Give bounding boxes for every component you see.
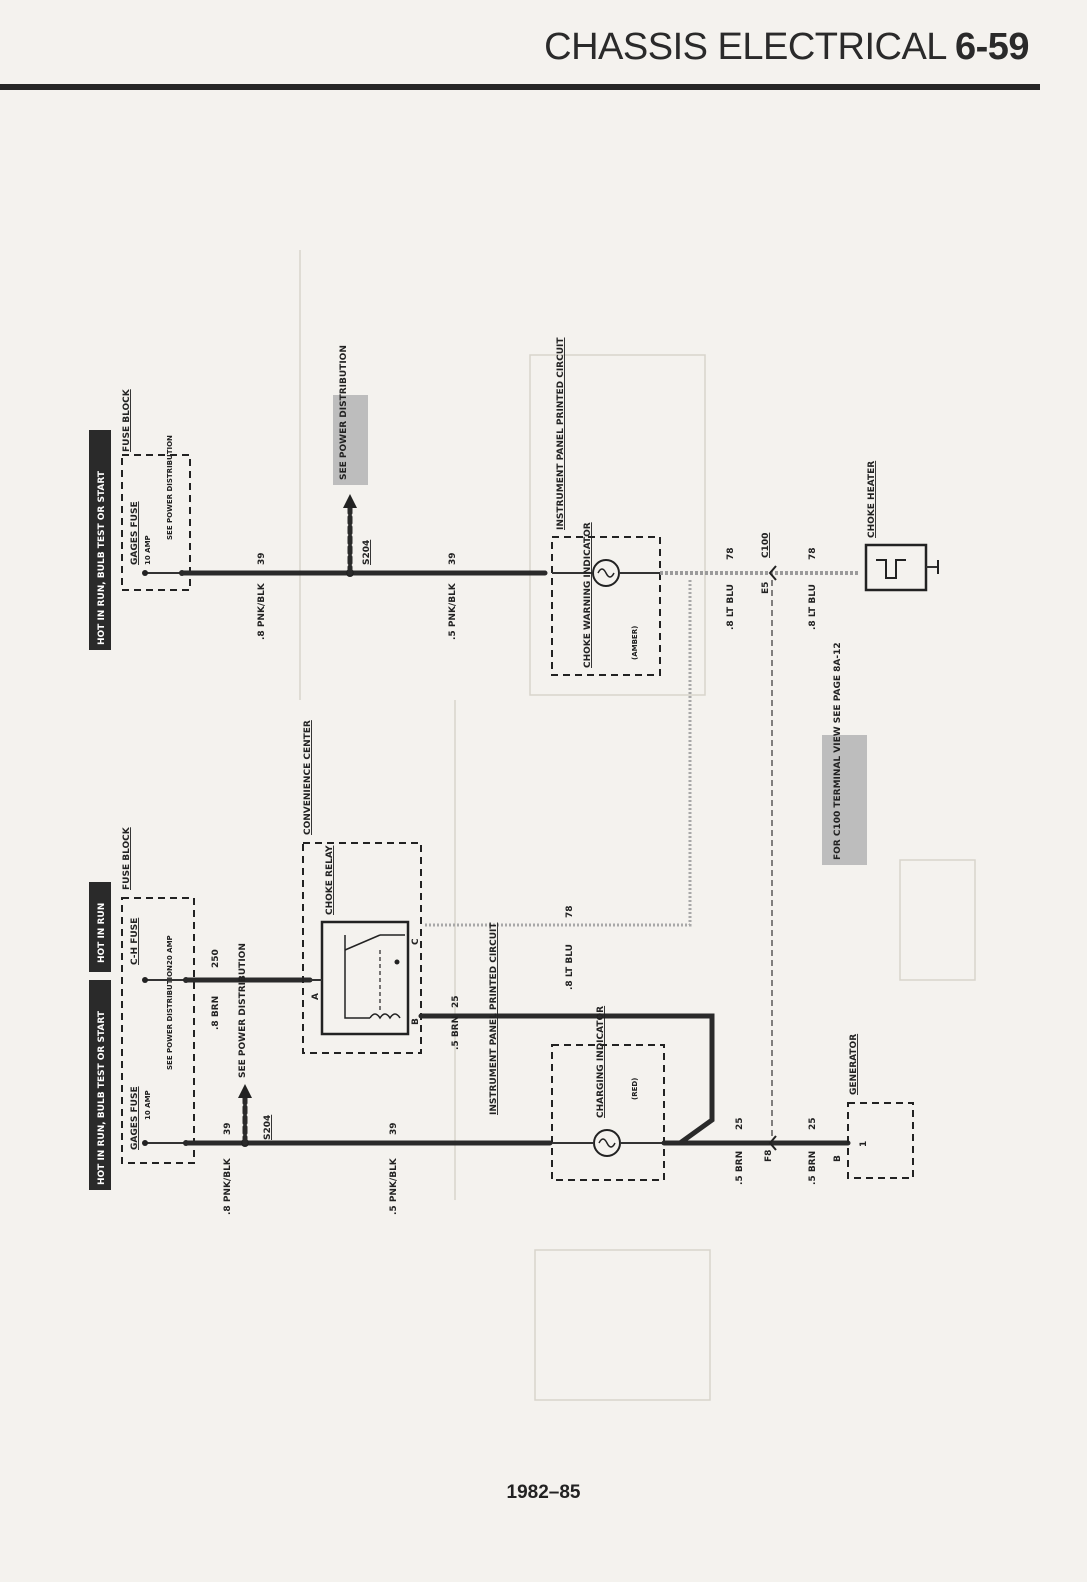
bottom-wire-brn2: .5 BRN xyxy=(451,1016,461,1050)
top-banner-bg xyxy=(89,430,111,650)
generator-box xyxy=(847,1102,914,1179)
generator-terminal: 1 xyxy=(859,1141,869,1147)
top-wire1: .8 PNK/BLK xyxy=(257,582,267,640)
bottom-banner2: HOT IN RUN xyxy=(97,903,107,963)
bottom-fuse-block-label: FUSE BLOCK xyxy=(122,826,132,890)
bottom-wire3: .5 BRN xyxy=(735,1151,745,1185)
bottom-wire-ltblu-num: 78 xyxy=(565,905,575,918)
bottom-banner2-bg xyxy=(89,882,111,972)
bottom-wire-ltblu: .8 LT BLU xyxy=(565,944,575,990)
top-fuse-block xyxy=(121,454,191,591)
bottom-circuit: HOT IN RUN, BULB TEST OR START HOT IN RU… xyxy=(89,580,914,1215)
bottom-wire2-num: 39 xyxy=(389,1122,399,1135)
bottom-banner1: HOT IN RUN, BULB TEST OR START xyxy=(97,1010,107,1185)
top-see-power-tag: SEE POWER DISTRIBUTION xyxy=(339,345,349,480)
top-banner: HOT IN RUN, BULB TEST OR START xyxy=(97,470,107,645)
top-wire2-num: 39 xyxy=(448,552,458,565)
bottom-ip-box xyxy=(551,1044,665,1181)
c100-note-bg xyxy=(822,735,867,865)
bottom-wire4: .5 BRN xyxy=(808,1151,818,1185)
top-circuit: HOT IN RUN, BULB TEST OR START FUSE BLOC… xyxy=(89,337,939,927)
bottom-wire1-num: 39 xyxy=(223,1122,233,1135)
relay-label: CHOKE RELAY xyxy=(325,845,335,915)
top-wire3: .8 LT BLU xyxy=(726,584,736,630)
bottom-gages-amp: 10 AMP xyxy=(144,1090,152,1120)
bottom-ip-label: INSTRUMENT PANEL PRINTED CIRCUIT xyxy=(489,922,499,1115)
relay-box xyxy=(320,920,410,1036)
bottom-conn-pin: F8 xyxy=(764,1150,774,1162)
section-name: CHASSIS ELECTRICAL xyxy=(544,26,947,68)
bottom-wire3-num: 25 xyxy=(735,1117,745,1130)
top-indicator-color: (AMBER) xyxy=(631,626,639,660)
generator-label: GENERATOR xyxy=(849,1034,859,1095)
top-splice: S204 xyxy=(362,540,372,565)
bottom-wire-25-relay xyxy=(418,1013,715,1146)
bottom-wire2: .5 PNK/BLK xyxy=(389,1157,399,1215)
bottom-gages-fuse: GAGES FUSE xyxy=(130,1086,140,1150)
bottom-indicator: CHARGING INDICATOR xyxy=(596,1006,606,1118)
bottom-wire-brn-num: 250 xyxy=(211,949,221,968)
relay-coil-icon xyxy=(369,1013,401,1020)
top-wire3-num: 78 xyxy=(726,547,736,560)
top-indicator: CHOKE WARNING INDICATOR xyxy=(583,522,593,668)
header-rule xyxy=(0,84,1040,90)
conv-center-label: CONVENIENCE CENTER xyxy=(303,720,313,835)
bottom-indicator-color: (RED) xyxy=(631,1078,639,1100)
top-conn: C100 xyxy=(761,533,771,558)
bottom-see-power-tag: SEE POWER DISTRIBUTION xyxy=(238,943,248,1078)
top-ip-label: INSTRUMENT PANEL PRINTED CIRCUIT xyxy=(556,337,566,530)
relay-pin-a: A xyxy=(311,993,321,1000)
bottom-wire4-num: 25 xyxy=(808,1117,818,1130)
top-gages-amp: 10 AMP xyxy=(144,535,152,565)
page-footer: 1982–85 xyxy=(506,1482,581,1503)
bleed-through xyxy=(299,250,976,1401)
relay-pin-b: B xyxy=(411,1018,421,1025)
top-wire4-num: 78 xyxy=(808,547,818,560)
bottom-splice: S204 xyxy=(263,1115,273,1140)
bottom-banner1-bg xyxy=(89,980,111,1190)
bottom-ch-amp: 20 AMP xyxy=(166,935,174,965)
generator-pin: B xyxy=(833,1155,843,1162)
bottom-wire-brn: .8 BRN xyxy=(211,996,221,1030)
heater-element-icon xyxy=(876,559,906,579)
top-wire2: .5 PNK/BLK xyxy=(448,582,458,640)
relay-pin-c: C xyxy=(411,938,421,945)
convenience-center-box xyxy=(302,842,422,1054)
ltblu-shaded-run xyxy=(425,580,692,927)
top-conn-pin: E5 xyxy=(761,582,771,594)
top-gages-fuse: GAGES FUSE xyxy=(130,501,140,565)
page-number: 6-59 xyxy=(954,26,1030,68)
bottom-fuse-block xyxy=(121,897,195,1164)
top-fuse-block-label: FUSE BLOCK xyxy=(122,388,132,452)
relay-contact-icon xyxy=(344,934,381,951)
top-see-power-dist: SEE POWER DISTRIBUTION xyxy=(166,435,174,540)
bottom-wire1: .8 PNK/BLK xyxy=(223,1157,233,1215)
c100-note-line: FOR C100 TERMINAL VIEW SEE PAGE 8A-12 xyxy=(833,642,843,860)
bottom-wire-brn2-num: 25 xyxy=(451,995,461,1008)
top-wire1-num: 39 xyxy=(257,552,267,565)
top-ip-box xyxy=(551,536,661,676)
bottom-see-power-dist: SEE POWER DISTRIBUTION xyxy=(166,965,174,1070)
top-see-power-tag-bg xyxy=(333,395,368,485)
choke-heater-label: CHOKE HEATER xyxy=(867,461,877,538)
bottom-ch-fuse: C-H FUSE xyxy=(130,918,140,965)
top-wire4: .8 LT BLU xyxy=(808,584,818,630)
